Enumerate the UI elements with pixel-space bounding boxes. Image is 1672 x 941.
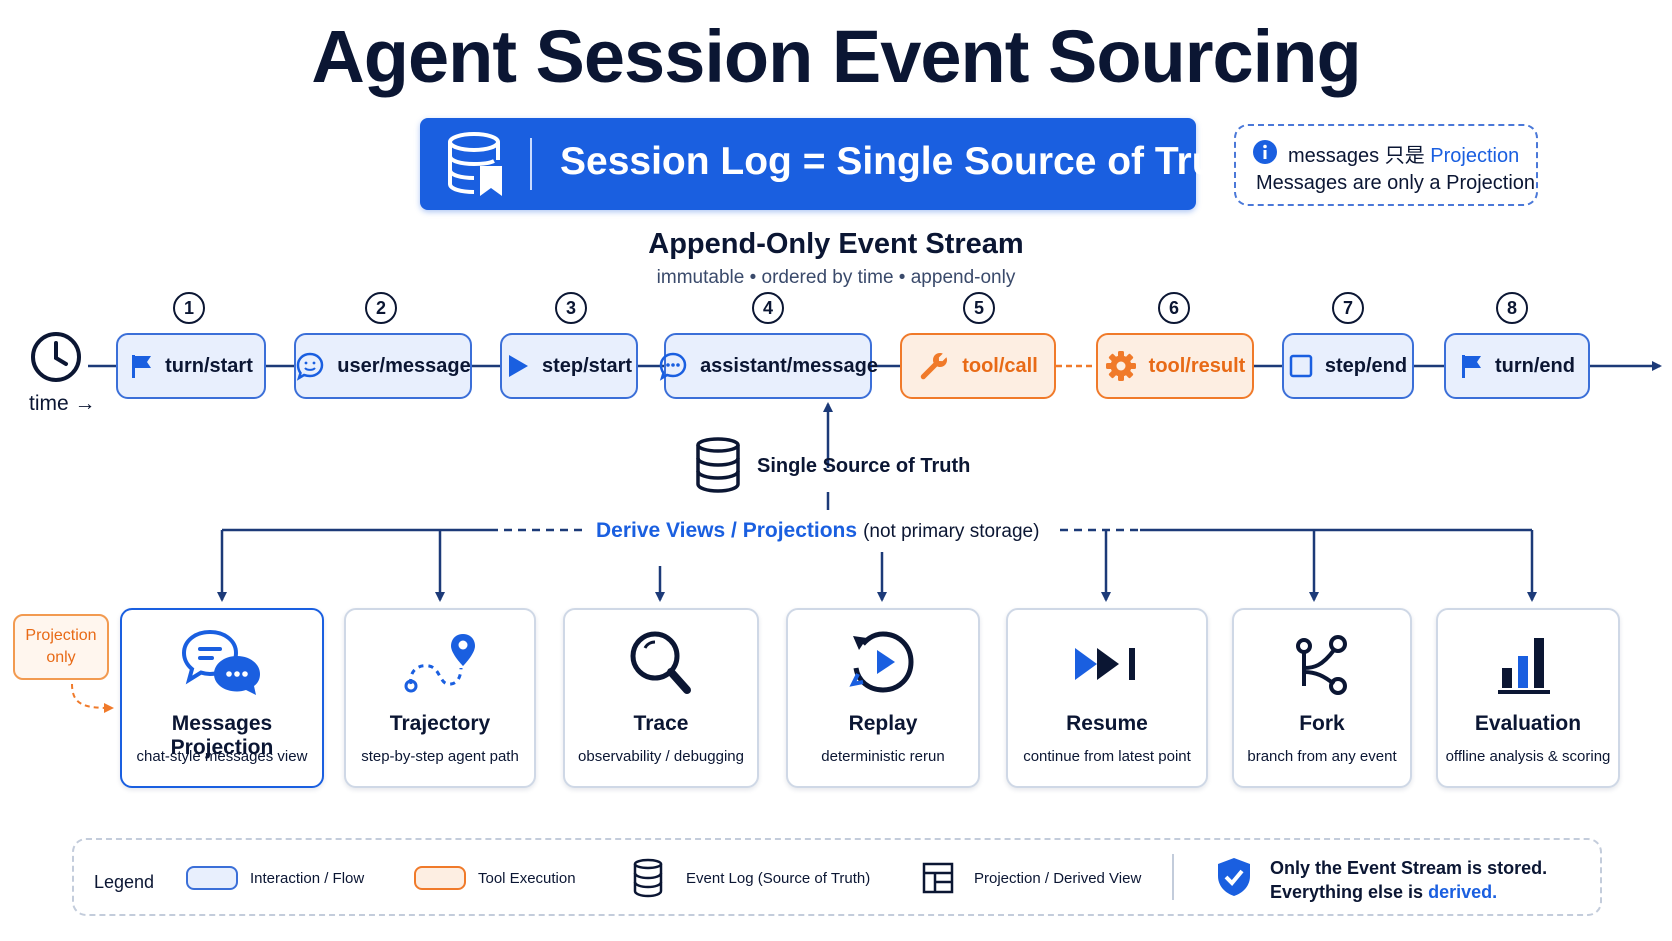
card-subtitle: observability / debugging [578, 748, 744, 765]
event-user-message[interactable]: user/message [294, 333, 472, 399]
event-assistant-message[interactable]: assistant/message [659, 333, 878, 399]
card-title: Replay [848, 712, 918, 735]
projection-only-arrow [71, 683, 114, 713]
banner-divider [530, 138, 532, 190]
card-subtitle: continue from latest point [1023, 748, 1191, 765]
legend-divider [1172, 854, 1174, 900]
step-number: 4 [752, 292, 784, 324]
note-highlight: Projection [1430, 145, 1520, 167]
card-fork[interactable]: Fork branch from any event [1232, 608, 1412, 788]
skip-forward-icon [1008, 628, 1206, 702]
flag-icon [132, 355, 152, 378]
event-label: tool/call [962, 354, 1038, 377]
stream-title: Append-Only Event Stream [648, 228, 1024, 260]
card-subtitle: chat-style messages view [136, 748, 308, 765]
legend-interaction-swatch [186, 866, 238, 890]
layout-icon [922, 862, 954, 899]
session-log-banner: Session Log = Single Source of Truth [420, 118, 1252, 210]
card-subtitle: step-by-step agent path [361, 748, 519, 765]
replay-icon [788, 628, 978, 702]
card-title: Fork [1299, 712, 1345, 735]
magnifier-icon [565, 628, 757, 702]
bar-chart-icon [1438, 628, 1618, 702]
legend: Legend Interaction / Flow Tool Execution… [72, 838, 1602, 916]
event-label: assistant/message [700, 354, 878, 377]
legend-interaction-label: Interaction / Flow [250, 870, 365, 887]
note-line-1: messages 只是 Projection [1288, 145, 1520, 167]
database-bookmark-icon [444, 130, 508, 203]
database-icon [632, 858, 664, 903]
card-evaluation[interactable]: Evaluation offline analysis & scoring [1436, 608, 1620, 788]
info-icon [1252, 139, 1278, 170]
clock-icon [29, 330, 83, 389]
derive-branch-lines [217, 528, 1537, 602]
event-tool-call[interactable]: tool/call [900, 333, 1056, 399]
projection-only-tag: Projection only [13, 614, 109, 680]
event-label: step/end [1324, 354, 1408, 377]
event-turn-end[interactable]: turn/end [1444, 333, 1590, 399]
card-title: Trajectory [389, 712, 491, 735]
card-title: Messages Projection [170, 712, 274, 759]
step-number: 2 [365, 292, 397, 324]
card-subtitle: deterministic rerun [821, 748, 945, 765]
card-subtitle: branch from any event [1247, 748, 1397, 765]
step-number: 8 [1496, 292, 1528, 324]
step-number: 5 [963, 292, 995, 324]
projection-only-text: Projection only [25, 627, 97, 666]
note-line-2: Messages are only a Projection [1256, 172, 1536, 194]
projection-note: messages 只是 Projection Messages are only… [1234, 124, 1538, 206]
event-label: user/message [337, 354, 471, 377]
banner-title: Session Log = Single Source of Truth [560, 140, 1253, 183]
event-label: step/start [541, 354, 633, 377]
legend-title: Legend [94, 872, 155, 892]
source-of-truth-label: Single Source of Truth [757, 455, 971, 477]
database-icon [694, 436, 742, 499]
messages-icon [122, 628, 322, 702]
square-icon [1289, 354, 1313, 378]
derive-views-text: Derive Views / Projections [596, 519, 858, 542]
card-title: Trace [633, 712, 689, 735]
shield-check-icon [1216, 856, 1252, 903]
card-resume[interactable]: Resume continue from latest point [1006, 608, 1208, 788]
chat-dots-icon [659, 352, 687, 381]
card-trajectory[interactable]: Trajectory step-by-step agent path [344, 608, 536, 788]
event-label: turn/end [1495, 354, 1575, 377]
legend-stored-line: Only the Event Stream is stored. [1270, 858, 1548, 878]
step-number: 3 [555, 292, 587, 324]
card-title: Evaluation [1474, 712, 1582, 735]
event-step-end[interactable]: step/end [1282, 333, 1414, 399]
wrench-icon [920, 353, 948, 380]
card-title: Resume [1066, 712, 1148, 735]
page-title: Agent Session Event Sourcing [311, 15, 1361, 98]
legend-tool-label: Tool Execution [478, 870, 576, 887]
derive-views-note: (not primary storage) [863, 521, 1040, 542]
card-replay[interactable]: Replay deterministic rerun [786, 608, 980, 788]
event-turn-start[interactable]: turn/start [116, 333, 266, 399]
legend-tool-swatch [414, 866, 466, 890]
legend-projection-label: Projection / Derived View [974, 870, 1142, 887]
card-subtitle: offline analysis & scoring [1445, 748, 1611, 765]
step-number: 1 [173, 292, 205, 324]
route-pin-icon [346, 628, 534, 702]
card-trace[interactable]: Trace observability / debugging [563, 608, 759, 788]
flag-icon [1462, 355, 1481, 378]
card-messages-projection[interactable]: Messages Projection chat-style messages … [120, 608, 324, 788]
step-number: 7 [1332, 292, 1364, 324]
step-number: 6 [1158, 292, 1190, 324]
stream-subtitle: immutable • ordered by time • append-onl… [656, 267, 1016, 288]
event-label: tool/result [1148, 354, 1246, 377]
legend-derived-highlight: derived. [1428, 882, 1498, 902]
derive-views-label: Derive Views / Projections(not primary s… [590, 519, 1046, 543]
legend-eventlog-label: Event Log (Source of Truth) [686, 870, 871, 887]
legend-derived-line: Everything else is derived. [1270, 882, 1498, 902]
gear-icon [1105, 351, 1136, 381]
event-tool-result[interactable]: tool/result [1096, 333, 1254, 399]
chat-bubble-icon [297, 352, 324, 381]
play-icon [508, 355, 528, 377]
event-step-start[interactable]: step/start [500, 333, 638, 399]
fork-icon [1234, 628, 1410, 702]
event-label: turn/start [165, 354, 253, 377]
time-label: time → [29, 392, 96, 415]
